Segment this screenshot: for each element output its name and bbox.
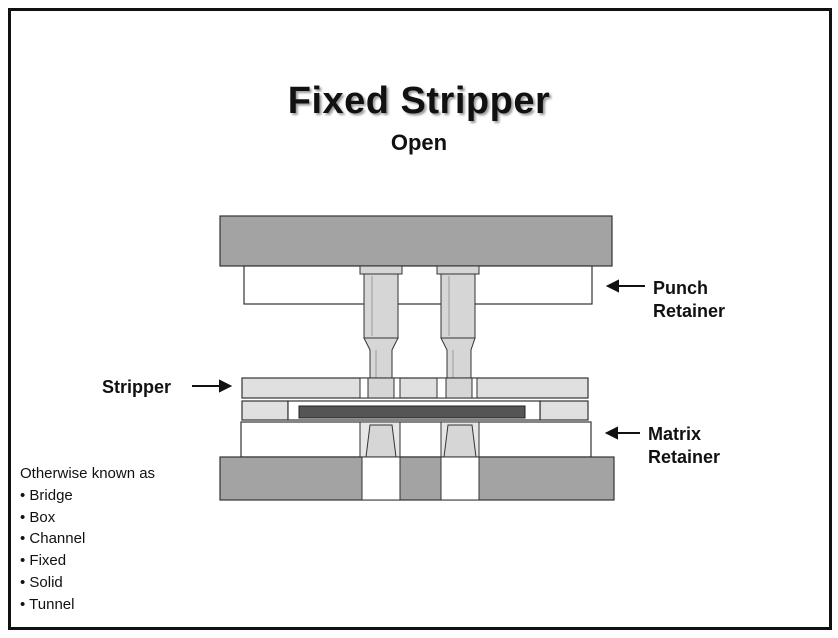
arrow-stripper-icon <box>192 379 233 393</box>
lower-die-shoe <box>219 456 615 501</box>
matrix-retainer-label-line1: Matrix <box>648 424 702 444</box>
upper-die-shoe <box>219 215 613 267</box>
aka-heading: Otherwise known as <box>20 465 156 482</box>
workpiece-strip <box>298 405 526 419</box>
list-item: • Box <box>20 508 56 526</box>
page-title: Fixed Stripper <box>287 80 551 122</box>
punch-retainer-label: Punch Retainer <box>653 277 725 323</box>
punch-retainer-label-line2: Retainer <box>653 301 726 321</box>
stripper-label: Stripper <box>102 377 172 397</box>
list-item: • Solid <box>20 573 63 591</box>
matrix-retainer-label-line2: Retainer <box>648 447 721 467</box>
list-item: • Bridge <box>20 486 73 504</box>
matrix-retainer-label: Matrix Retainer <box>648 423 720 469</box>
list-item: • Fixed <box>20 552 67 570</box>
punch-left <box>359 265 403 393</box>
page-subtitle: Open <box>390 130 448 155</box>
punch-retainer-plate <box>243 265 593 305</box>
stripper-plate <box>241 377 589 399</box>
list-item: • Tunnel <box>20 595 75 613</box>
punch-retainer-label-line1: Punch <box>653 278 709 298</box>
arrow-punch-retainer-icon <box>605 279 645 293</box>
matrix-retainer-plate <box>240 421 592 458</box>
arrow-matrix-retainer-icon <box>604 426 640 440</box>
left-spacer <box>241 400 289 421</box>
aka-list: Otherwise known as • Bridge • Box • Chan… <box>20 463 155 616</box>
list-item: • Channel <box>20 530 86 548</box>
right-spacer <box>539 400 589 421</box>
punch-right <box>436 265 480 393</box>
slide-frame <box>8 8 832 630</box>
